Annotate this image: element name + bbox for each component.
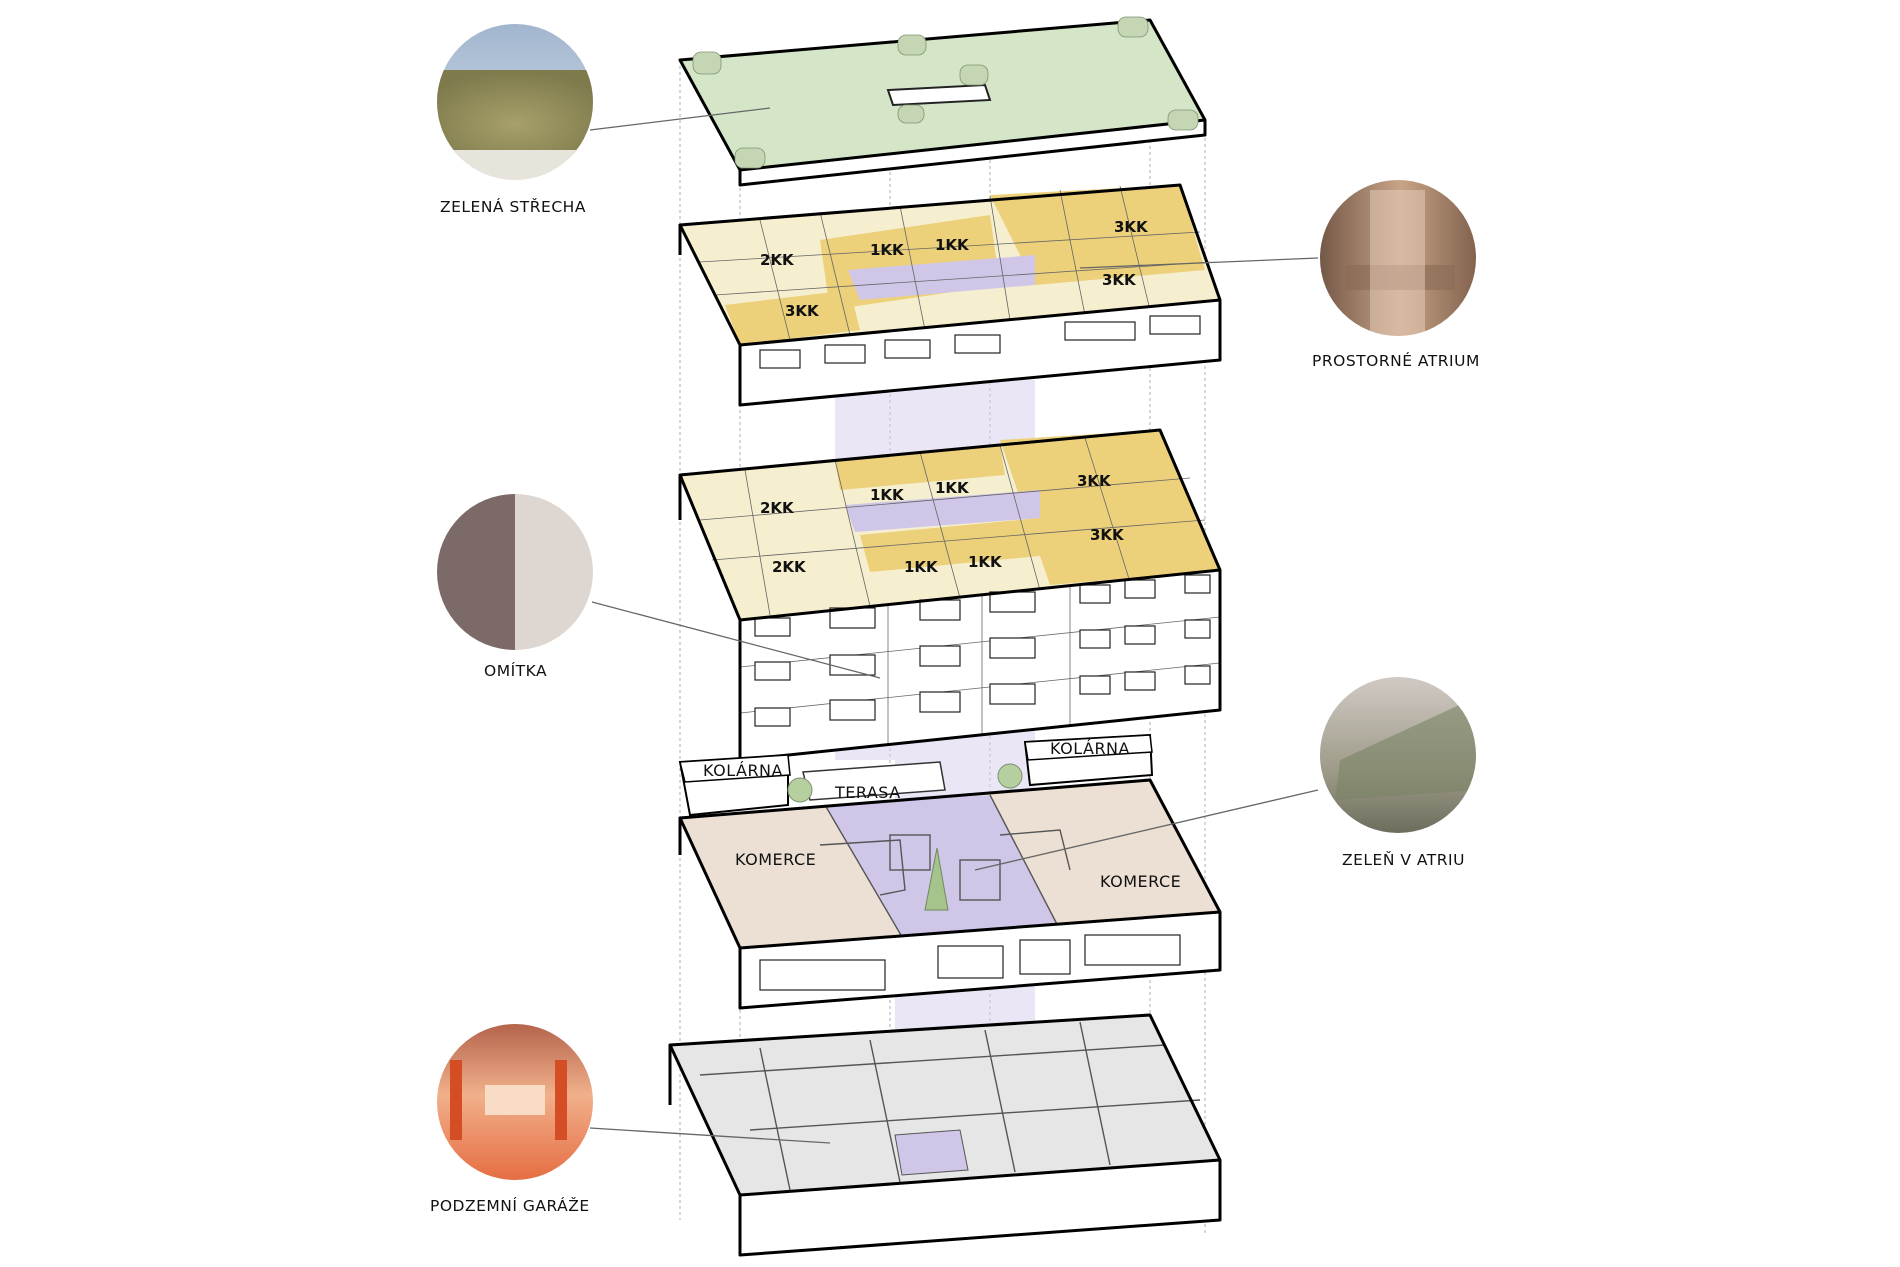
unit-label: 3KK (1102, 271, 1137, 289)
commerce-right-label: KOMERCE (1100, 872, 1181, 891)
unit-label: 1KK (904, 558, 939, 576)
caption-plaster: OMÍTKA (484, 661, 547, 680)
unit-label: 1KK (935, 236, 970, 254)
typical-floor: 2KK 1KK 1KK 3KK 2KK 1KK 1KK 3KK (678, 428, 1222, 762)
bike-room-left: KOLÁRNA (678, 753, 791, 817)
caption-atrium-greenery: ZELEŇ V ATRIU (1342, 850, 1465, 869)
unit-label: 2KK (760, 499, 795, 517)
terrace: TERASA (802, 761, 946, 802)
unit-label: 3KK (1114, 218, 1149, 236)
unit-label: 1KK (870, 241, 905, 259)
top-floor: 2KK 1KK 1KK 3KK 3KK 3KK (678, 183, 1222, 407)
commerce-left-label: KOMERCE (735, 850, 816, 869)
underground-garage (668, 1013, 1222, 1257)
ground-floor: KOLÁRNA TERASA KOLÁRNA (678, 733, 1222, 1010)
caption-atrium: PROSTORNÉ ATRIUM (1312, 351, 1480, 370)
caption-green-roof: ZELENÁ STŘECHA (440, 197, 586, 216)
terrace-label: TERASA (834, 783, 901, 802)
green-roof (678, 16, 1207, 187)
bike-room-right: KOLÁRNA (1023, 733, 1154, 787)
bike-room-left-label: KOLÁRNA (703, 761, 783, 780)
unit-label: 3KK (1077, 472, 1112, 490)
unit-label: 2KK (760, 251, 795, 269)
unit-label: 1KK (968, 553, 1003, 571)
unit-label: 2KK (772, 558, 807, 576)
unit-label: 1KK (935, 479, 970, 497)
callout-garage: PODZEMNÍ GARÁŽE (430, 1024, 831, 1215)
unit-label: 3KK (785, 302, 820, 320)
unit-label: 3KK (1090, 526, 1125, 544)
callout-atrium: PROSTORNÉ ATRIUM (1079, 180, 1480, 370)
unit-label: 1KK (870, 486, 905, 504)
bike-room-right-label: KOLÁRNA (1050, 739, 1130, 758)
callout-atrium-greenery: ZELEŇ V ATRIU (974, 677, 1476, 871)
caption-garage: PODZEMNÍ GARÁŽE (430, 1196, 590, 1215)
